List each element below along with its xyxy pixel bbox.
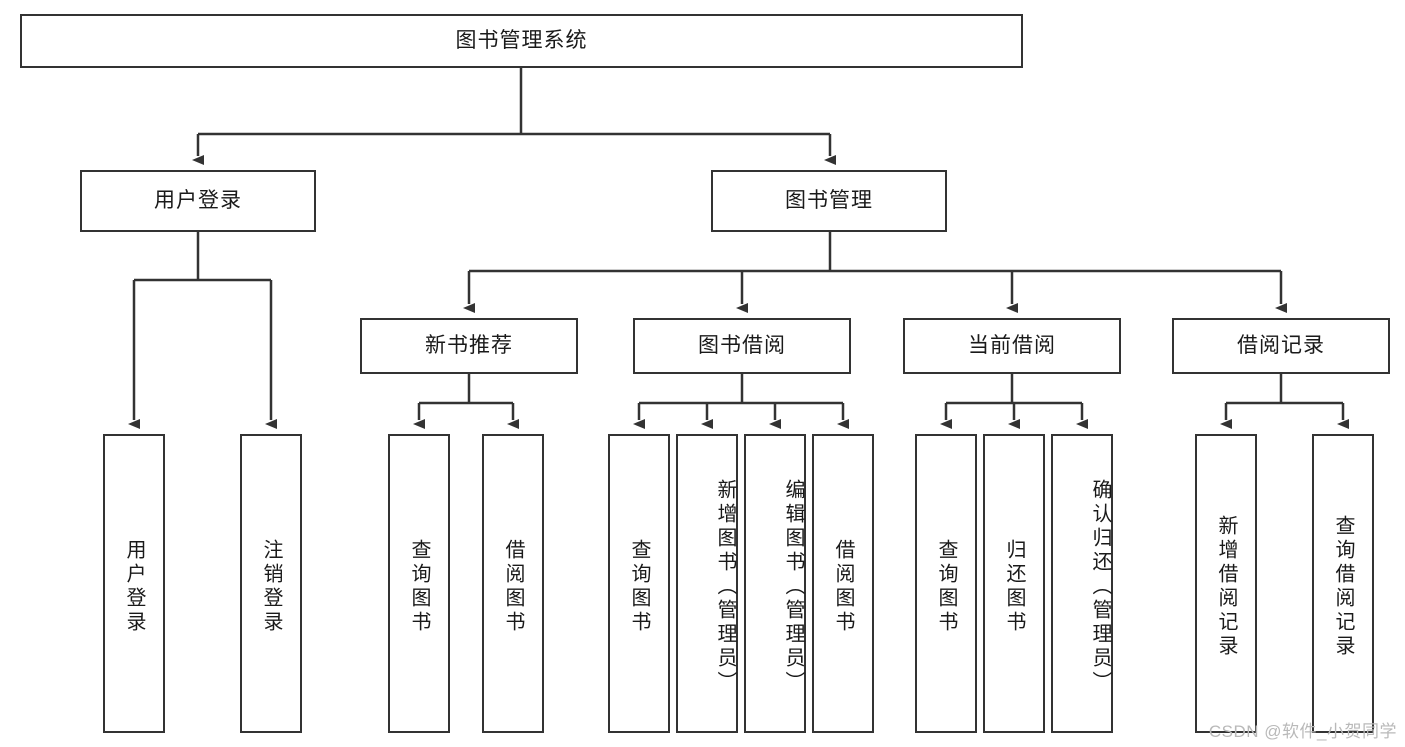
- node-book-borrow[interactable]: 图书借阅: [633, 318, 851, 374]
- node-current-borrow-label: 当前借阅: [968, 334, 1056, 358]
- node-book-manage-label: 图书管理: [785, 189, 873, 213]
- node-user-login-label: 用户登录: [154, 189, 242, 213]
- node-borrow-record-label: 借阅记录: [1237, 334, 1325, 358]
- node-leaf-query-book-borrow[interactable]: 查询图书: [608, 434, 670, 733]
- node-leaf-add-book-admin[interactable]: 新增图书（管理员）: [676, 434, 738, 733]
- node-leaf-query-book-borrow-label: 查询图书: [628, 538, 650, 635]
- node-leaf-borrow-book[interactable]: 借阅图书: [812, 434, 874, 733]
- node-leaf-edit-book-admin-label: 编辑图书（管理员）: [782, 478, 804, 695]
- node-leaf-borrow-book-label: 借阅图书: [832, 538, 854, 635]
- node-leaf-user-logout[interactable]: 注销登录: [240, 434, 302, 733]
- node-leaf-add-borrow-record[interactable]: 新增借阅记录: [1195, 434, 1257, 733]
- node-borrow-record[interactable]: 借阅记录: [1172, 318, 1390, 374]
- node-leaf-confirm-return-admin[interactable]: 确认归还（管理员）: [1051, 434, 1113, 733]
- node-leaf-return-book-label: 归还图书: [1003, 538, 1025, 635]
- node-user-login[interactable]: 用户登录: [80, 170, 316, 232]
- node-leaf-query-book-rec-label: 查询图书: [408, 538, 430, 635]
- node-leaf-query-borrow-record[interactable]: 查询借阅记录: [1312, 434, 1374, 733]
- csdn-watermark: CSDN @软件_小贺同学: [1208, 722, 1397, 741]
- node-leaf-user-logout-label: 注销登录: [260, 538, 282, 635]
- node-book-borrow-label: 图书借阅: [698, 334, 786, 358]
- node-leaf-borrow-book-rec[interactable]: 借阅图书: [482, 434, 544, 733]
- node-leaf-borrow-book-rec-label: 借阅图书: [502, 538, 524, 635]
- node-leaf-return-book[interactable]: 归还图书: [983, 434, 1045, 733]
- node-leaf-query-book-current[interactable]: 查询图书: [915, 434, 977, 733]
- node-current-borrow[interactable]: 当前借阅: [903, 318, 1121, 374]
- node-leaf-user-login-label: 用户登录: [123, 538, 145, 635]
- node-leaf-edit-book-admin[interactable]: 编辑图书（管理员）: [744, 434, 806, 733]
- node-leaf-user-login[interactable]: 用户登录: [103, 434, 165, 733]
- node-leaf-query-borrow-record-label: 查询借阅记录: [1332, 514, 1354, 659]
- node-root[interactable]: 图书管理系统: [20, 14, 1023, 68]
- node-leaf-query-book-rec[interactable]: 查询图书: [388, 434, 450, 733]
- node-new-book-recommend[interactable]: 新书推荐: [360, 318, 578, 374]
- node-new-book-recommend-label: 新书推荐: [425, 334, 513, 358]
- node-book-manage[interactable]: 图书管理: [711, 170, 947, 232]
- node-leaf-add-borrow-record-label: 新增借阅记录: [1215, 514, 1237, 659]
- node-leaf-add-book-admin-label: 新增图书（管理员）: [714, 478, 736, 695]
- node-leaf-query-book-current-label: 查询图书: [935, 538, 957, 635]
- node-leaf-confirm-return-admin-label: 确认归还（管理员）: [1089, 478, 1111, 695]
- node-root-label: 图书管理系统: [455, 29, 588, 53]
